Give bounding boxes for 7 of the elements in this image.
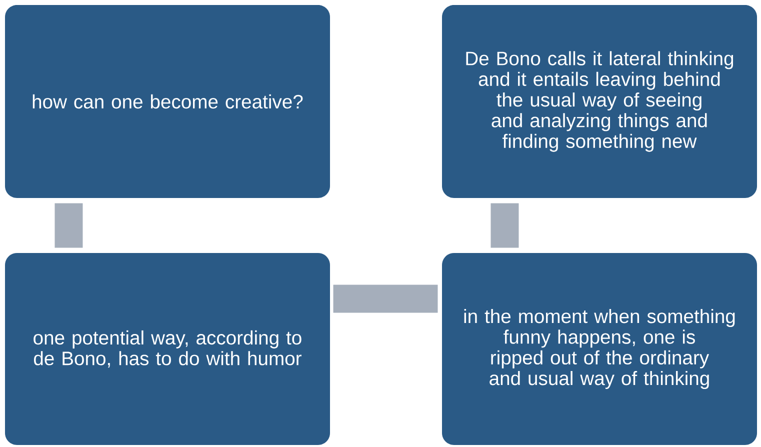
text-box: De Bono calls it lateral thinking and it entails leaving behind the usual way of seeing and analyzing things and finding something new <box>442 5 757 198</box>
text-box: one potential way, according to de Bono, has to do with humor <box>5 253 330 445</box>
text-box: how can one become creative? <box>5 5 330 198</box>
connector-bar <box>54 203 83 248</box>
connector-bar <box>333 284 438 313</box>
connector-bar <box>490 203 519 248</box>
text-box: in the moment when something funny happens, one is ripped out of the ordinary and usual way of thinking <box>442 253 757 445</box>
